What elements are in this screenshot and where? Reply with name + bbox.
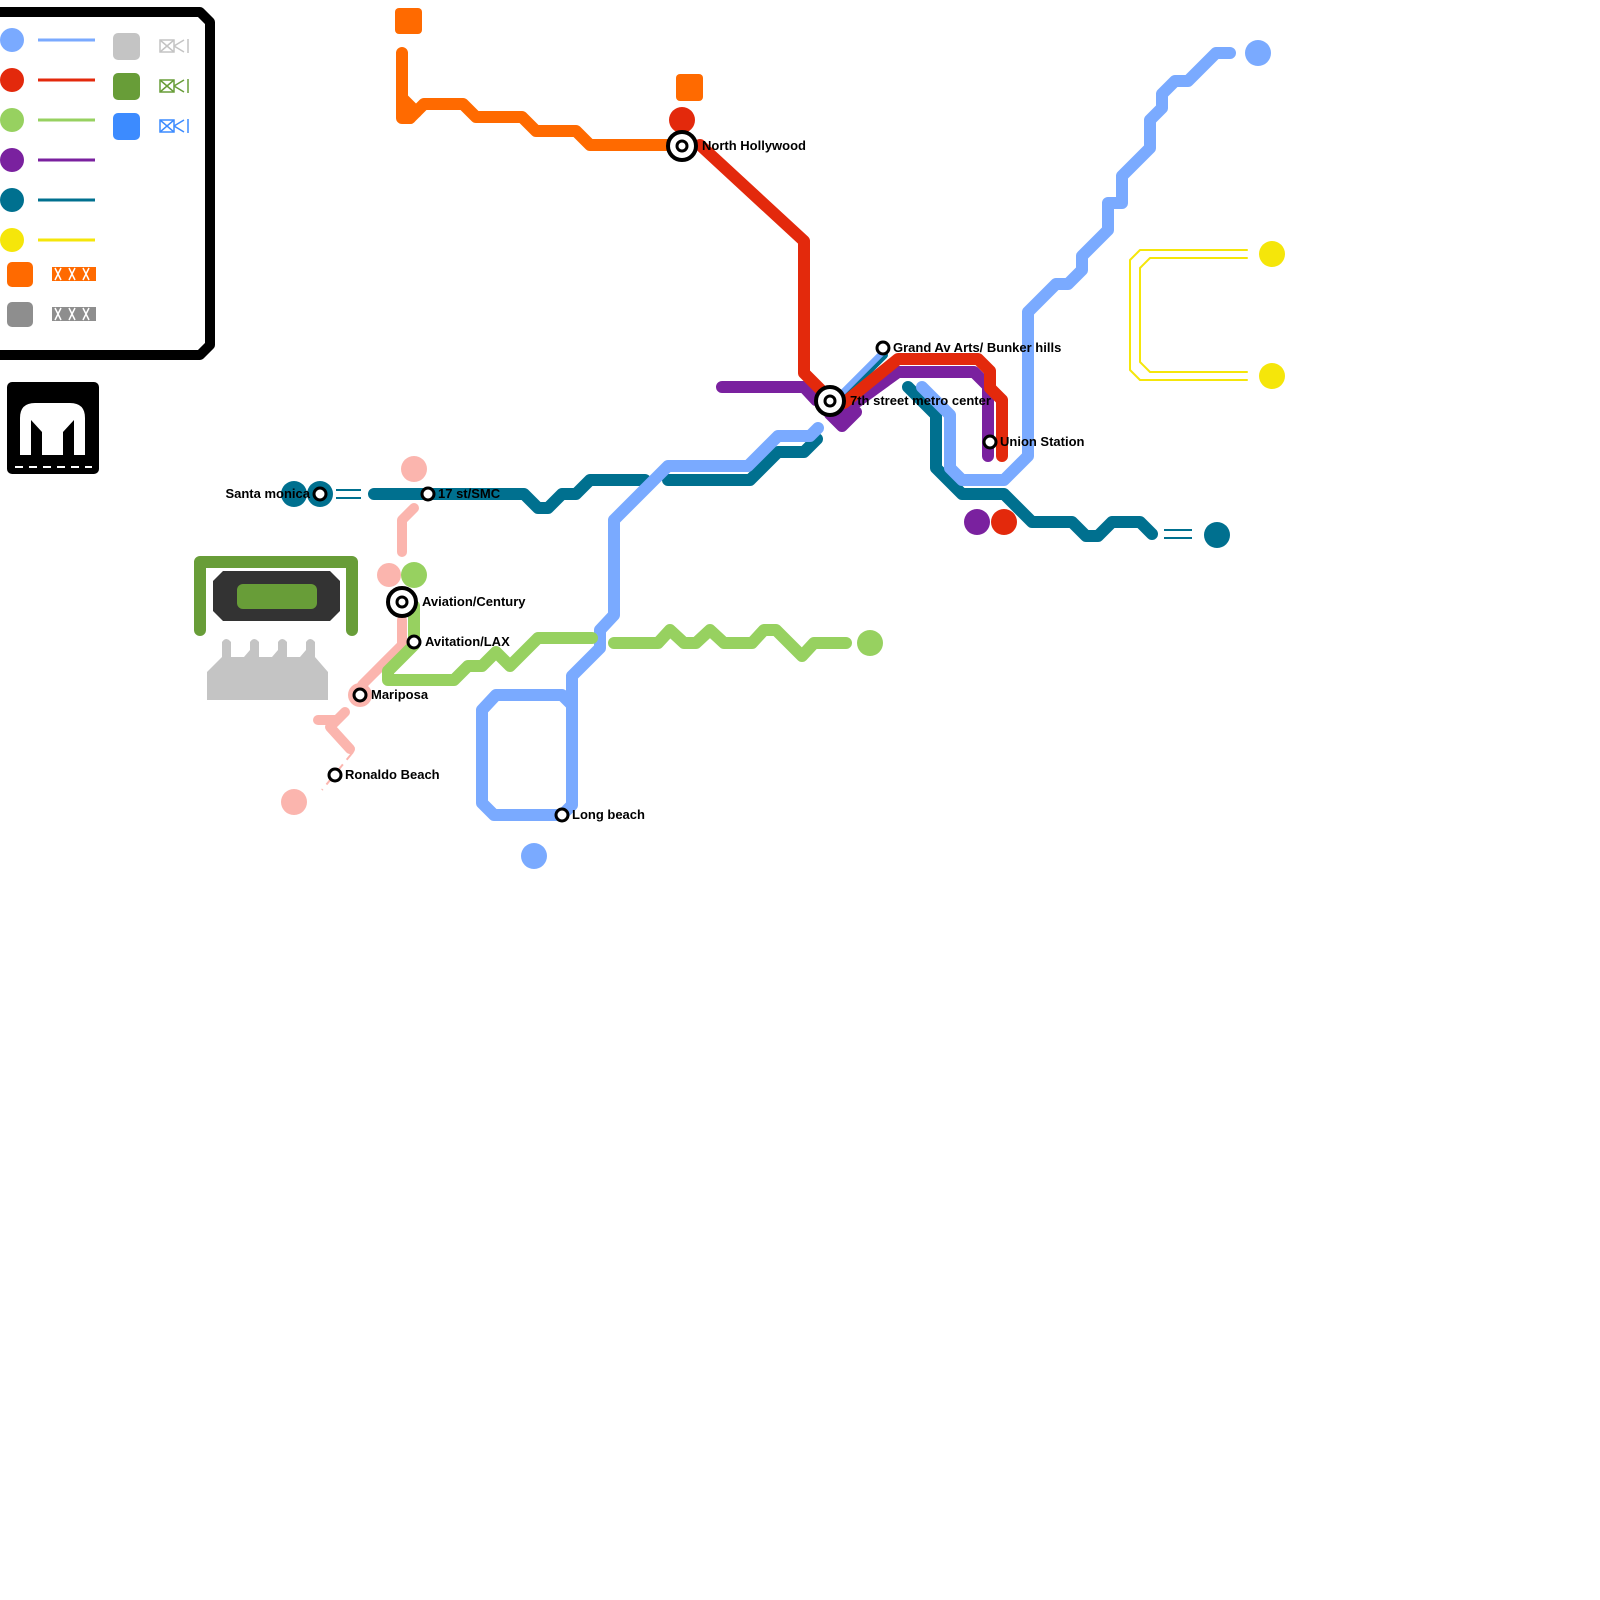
station-label: Santa monica	[225, 486, 310, 501]
orange-terminus-west-icon	[395, 8, 422, 34]
legend-purple-terminus-icon	[0, 148, 24, 172]
teal-terminus-east-icon	[1204, 522, 1230, 548]
station-aviation-lax[interactable]: Avitation/LAX	[406, 634, 510, 650]
teal-line	[281, 351, 1230, 548]
orange-line	[395, 8, 703, 151]
legend-grey-crossing-icon	[159, 39, 189, 53]
pink-terminus-north-icon	[401, 456, 427, 482]
station-label: Grand Av Arts/ Bunker hills	[893, 340, 1061, 355]
orange-terminus-east-icon	[676, 74, 703, 101]
green-line	[382, 562, 883, 686]
legend-yellow-terminus-icon	[0, 228, 24, 252]
station-santa-monica[interactable]: Santa monica	[225, 486, 328, 502]
pink-terminus-south-icon	[281, 789, 307, 815]
legend-light-grey-square-icon	[113, 33, 140, 60]
station-grand-av[interactable]: Grand Av Arts/ Bunker hills	[875, 340, 1061, 356]
station-label: Union Station	[1000, 434, 1085, 449]
blue-terminus-north-icon	[1245, 40, 1271, 66]
red-terminus-south-icon	[991, 509, 1017, 535]
station-label: Avitation/LAX	[425, 634, 510, 649]
yellow-terminus-south-icon	[1259, 363, 1285, 389]
station-label: North Hollywood	[702, 138, 806, 153]
legend-blue-terminus-icon	[0, 28, 24, 52]
bus-yard-icon	[207, 639, 328, 700]
yellow-terminus-north-icon	[1259, 241, 1285, 267]
station-label: Aviation/Century	[422, 594, 526, 609]
purple-line	[716, 366, 994, 535]
station-long-beach[interactable]: Long beach	[554, 807, 645, 823]
legend-blue-crossing-icon	[159, 119, 189, 133]
station-ronaldo-beach[interactable]: Ronaldo Beach	[327, 767, 440, 783]
green-terminus-east-icon	[857, 630, 883, 656]
legend-teal-terminus-icon	[0, 188, 24, 212]
station-label: Long beach	[572, 807, 645, 822]
station-aviation-century[interactable]: Aviation/Century	[386, 586, 526, 618]
red-terminus-north-icon	[669, 107, 695, 133]
legend-orange-busway-icon	[52, 267, 96, 281]
purple-terminus-icon	[964, 509, 990, 535]
yellow-line	[1129, 241, 1285, 389]
legend-green-terminus-icon	[0, 108, 24, 132]
pink-line	[281, 456, 427, 815]
station-label: 7th street metro center	[850, 393, 991, 408]
legend-frame	[0, 7, 215, 360]
station-label: Ronaldo Beach	[345, 767, 440, 782]
teal-terminus-west-icon	[281, 481, 307, 507]
station-north-hollywood[interactable]: North Hollywood	[666, 130, 806, 162]
station-union-station[interactable]: Union Station	[982, 434, 1085, 450]
legend-green-crossing-icon	[159, 79, 189, 93]
station-label: 17 st/SMC	[438, 486, 501, 501]
station-mariposa[interactable]: Mariposa	[352, 687, 429, 703]
station-seventh-street[interactable]: 7th street metro center	[814, 385, 991, 417]
blue-line	[476, 40, 1271, 869]
legend-red-terminus-icon	[0, 68, 24, 92]
blue-terminus-south-icon	[521, 843, 547, 869]
metro-m-logo-icon	[7, 382, 99, 474]
legend	[0, 7, 215, 360]
legend-grey-busway-icon	[52, 307, 96, 321]
station-label: Mariposa	[371, 687, 429, 702]
green-terminus-west-icon	[401, 562, 427, 588]
station-17st-smc[interactable]: 17 st/SMC	[420, 486, 501, 502]
legend-orange-terminus-icon	[7, 262, 33, 287]
legend-grey-terminus-icon	[7, 302, 33, 327]
train-depot-icon	[194, 556, 358, 636]
legend-bright-blue-square-icon	[113, 113, 140, 140]
red-line	[669, 107, 1017, 535]
legend-dark-green-square-icon	[113, 73, 140, 100]
